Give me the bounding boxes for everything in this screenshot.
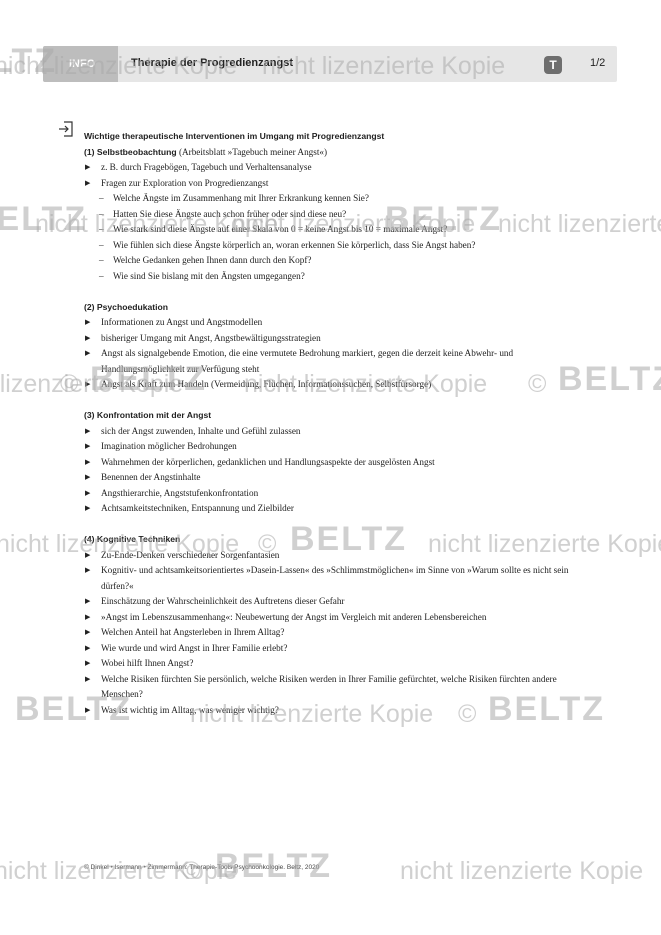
list-item: ▶Einschätzung der Wahrscheinlichkeit des… (85, 596, 345, 606)
watermark-text: nicht lizenzierte Kopie (244, 370, 488, 398)
section-2-title: (2) Psychoedukation (84, 301, 169, 312)
header-bar (43, 46, 617, 82)
watermark-text: nicht lizenzierte Kopie (190, 700, 434, 728)
list-item: ▶Welchen Anteil hat Angsterleben in Ihre… (85, 627, 285, 637)
sub-list-item: –Wie stark sind diese Ängste auf einer S… (99, 224, 448, 234)
tool-badge: T (544, 56, 562, 74)
list-item: ▶Angsthierarchie, Angststufenkonfrontati… (85, 487, 259, 498)
watermark-brand: BELTZ (15, 690, 133, 728)
copyright-footer: © Dinkel • Isermann • Zimmermann: Therap… (84, 864, 320, 871)
watermark-text: nicht lizenzierte Kopie (35, 210, 279, 238)
watermark-brand: BELTZ (90, 360, 208, 398)
watermark-text: nicht lizenzierte Kopie (0, 370, 184, 398)
watermark-copyright: © (258, 530, 277, 558)
list-item: ▶»Angst im Lebenszusammenhang«: Neubewer… (85, 611, 487, 622)
list-item: ▶Angst als signalgebende Emotion, die ei… (85, 348, 514, 374)
sub-list-item: –Wie fühlen sich diese Ängste körperlich… (99, 239, 476, 250)
list-item: ▶Welche Risiken fürchten Sie persönlich,… (85, 673, 557, 700)
document-body: Wichtige therapeutische Interventionen i… (84, 129, 584, 718)
watermark-brand: BELTZ (0, 200, 88, 238)
page-number: 1/2 (590, 57, 606, 69)
watermark-text: nicht lizenzierte Kopie (262, 52, 506, 80)
watermark-text: nicht lizenzierte Kopie (0, 857, 238, 885)
list-item: ▶bisheriger Umgang mit Angst, Angstbewäl… (85, 332, 321, 343)
list-item: ▶Wie wurde und wird Angst in Ihrer Famil… (85, 642, 288, 653)
section-3-title: (3) Konfrontation mit der Angst (84, 410, 212, 420)
watermark-brand: BELTZ (215, 847, 333, 885)
watermark-brand: BELTZ (488, 690, 606, 728)
section-1-title: (1) Selbstbeobachtung (Arbeitsblatt »Tag… (84, 146, 328, 157)
watermark-text: nicht lizenzierte Kopie (498, 210, 661, 238)
section-4-title: (4) Kognitive Techniken (84, 534, 181, 544)
list-item: ▶Was ist wichtig im Alltag, was weniger … (85, 704, 279, 715)
info-tab: INFO (43, 46, 118, 82)
watermark-brand: BELTZ (385, 200, 503, 238)
document-heading: Wichtige therapeutische Interventionen i… (84, 131, 385, 141)
sub-list-item: –Wie sind Sie bislang mit den Ängsten um… (99, 270, 305, 281)
list-item: ▶Kognitiv- und achtsamkeitsorientiertes … (85, 565, 569, 591)
arrow-into-box-icon (59, 121, 73, 137)
watermark-text: nicht lizenzierte Kopie (0, 530, 240, 558)
watermark-text: nicht lizenzierte Kopie (428, 530, 661, 558)
list-item: ▶Fragen zur Exploration von Progredienza… (85, 177, 269, 188)
list-item: ▶Imagination möglicher Bedrohungen (85, 441, 237, 451)
sub-list-item: –Welche Gedanken gehen Ihnen dann durch … (99, 255, 312, 265)
watermark-copyright: © (60, 370, 79, 398)
sub-list-item: –Welche Ängste im Zusammenhang mit Ihrer… (99, 193, 369, 203)
watermark-text: nicht lizenzierte Kopie (0, 52, 238, 80)
watermark-brand: BELTZ (290, 520, 408, 558)
list-item: ▶Wobei hilft Ihnen Angst? (85, 658, 194, 668)
list-item: ▶Angst als Kraft zum Handeln (Vermeidung… (85, 379, 432, 389)
watermark-brand: BELTZ (558, 360, 661, 398)
list-item: ▶z. B. durch Fragebögen, Tagebuch und Ve… (85, 162, 312, 172)
list-item: ▶Wahrnehmen der körperlichen, gedanklich… (85, 456, 435, 467)
watermark-copyright: © (182, 857, 201, 885)
watermark-text: nicht lizenzierte Kopie (400, 857, 644, 885)
watermark-copyright: © (528, 370, 547, 398)
list-item: ▶Benennen der Angstinhalte (85, 472, 201, 482)
watermark-text: nicht lizenzierte Kopie (232, 210, 476, 238)
list-item: ▶Informationen zu Angst und Angstmodelle… (85, 317, 263, 327)
list-item: ▶Zu-Ende-Denken verschiedener Sorgenfant… (85, 549, 280, 560)
watermark-brand: BELTZ (0, 42, 58, 80)
list-item: ▶Achtsamkeitstechniken, Entspannung und … (85, 503, 294, 513)
sub-list-item: –Hatten Sie diese Ängste auch schon früh… (99, 208, 347, 219)
page-title: Therapie der Progredienzangst (131, 57, 293, 69)
watermark-copyright: © (458, 700, 477, 728)
list-item: ▶sich der Angst zuwenden, Inhalte und Ge… (85, 425, 301, 436)
